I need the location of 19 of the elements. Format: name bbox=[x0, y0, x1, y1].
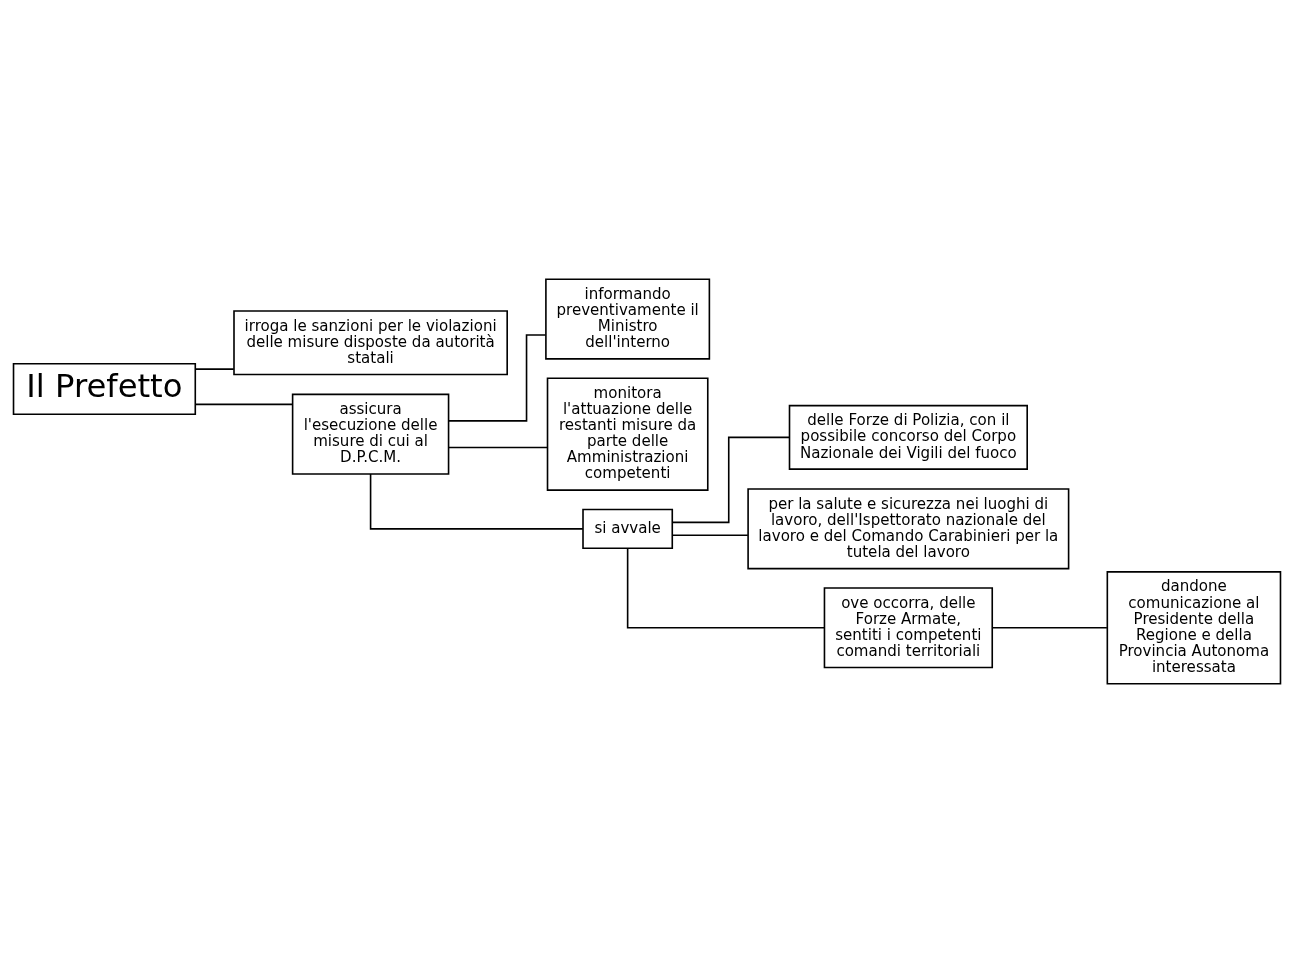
connector bbox=[671, 534, 749, 537]
connector bbox=[991, 626, 1108, 629]
node-box: dandone comunicazione al Presidente della Regione e della Provincia Autonoma interessata bbox=[1106, 571, 1282, 685]
node-box: si avvale bbox=[582, 508, 674, 549]
node-box: Il Prefetto bbox=[12, 362, 197, 416]
node-box: assicura l'esecuzione delle misure di cui al D.P.C.M. bbox=[291, 393, 450, 475]
node-box: informando preventivamente il Ministro dell'interno bbox=[545, 278, 711, 360]
connector bbox=[671, 436, 790, 524]
connector bbox=[369, 473, 584, 530]
node-box: monitora l'attuazione delle restanti misure da parte delle Amministrazioni competenti bbox=[546, 377, 709, 491]
node-box: ove occorra, delle Forze Armate, sentiti i competenti comandi territoriali bbox=[823, 587, 994, 669]
connector bbox=[447, 446, 548, 449]
node-box: per la salute e sicurezza nei luoghi di lavoro, dell'Ispettorato nazionale del lavoro e del Comando Carabinieri per la tutela del lavoro bbox=[747, 488, 1070, 570]
connector bbox=[194, 403, 294, 406]
connector bbox=[448, 334, 547, 422]
connector bbox=[626, 547, 825, 629]
node-box: delle Forze di Polizia, con il possibile concorso del Corpo Nazionale dei Vigili del fuoco bbox=[788, 404, 1028, 470]
node-box: irroga le sanzioni per le violazioni delle misure disposte da autorità statali bbox=[233, 310, 508, 376]
connector bbox=[194, 368, 235, 370]
